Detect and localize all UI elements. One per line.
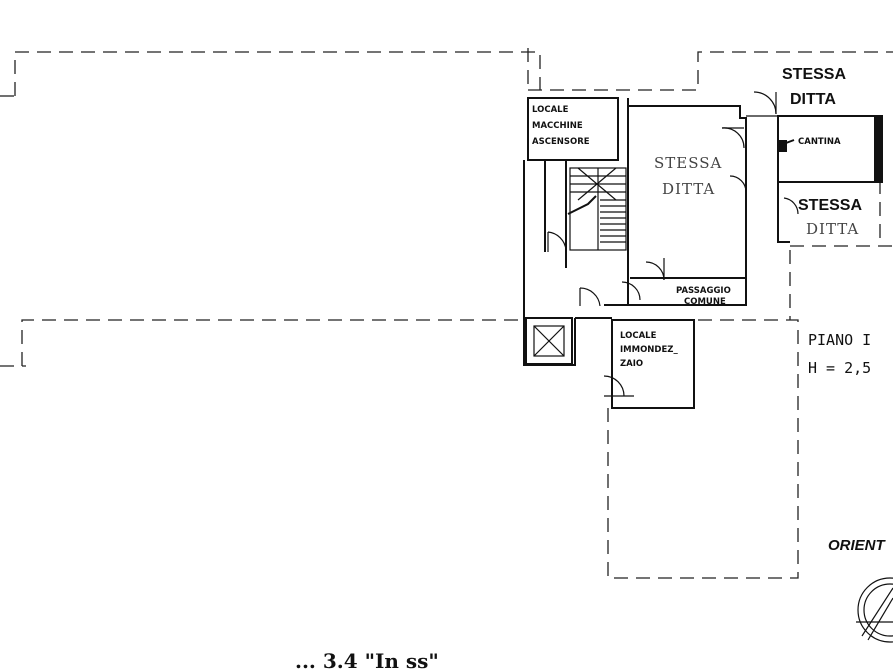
locale-immondezzaio-line1: LOCALE	[620, 331, 657, 341]
stessa-ditta-right-line1: STESSA	[798, 197, 862, 214]
locale-macchine-line2: MACCHINE	[532, 121, 583, 131]
locale-immondezzaio-line3: ZAIO	[620, 359, 643, 369]
door-swing-icon	[547, 91, 799, 397]
stessa-ditta-top-line2: DITTA	[790, 91, 836, 108]
stair-icon	[567, 167, 626, 250]
orientamento-label: ORIENT	[828, 537, 887, 554]
stessa-ditta-mid-line2: DITTA	[662, 180, 715, 198]
elevator-shaft-icon	[533, 325, 565, 357]
passaggio-line2: COMUNE	[684, 297, 726, 307]
locale-macchine-line3: ASCENSORE	[532, 137, 590, 147]
piano-label: PIANO I	[808, 331, 871, 349]
cantina-label: CANTINA	[798, 137, 841, 147]
labels: STESSA DITTA LOCALE MACCHINE ASCENSORE S…	[295, 66, 887, 670]
stessa-ditta-top-line1: STESSA	[782, 66, 846, 83]
dashed-boundaries	[0, 48, 893, 579]
bottom-scribble: ... 3.4 "In ss"	[295, 649, 439, 670]
height-label: H = 2,5	[808, 359, 871, 377]
compass-icon	[856, 577, 893, 643]
stessa-ditta-right-line2: DITTA	[806, 220, 859, 238]
locale-macchine-line1: LOCALE	[532, 105, 569, 115]
passaggio-line1: PASSAGGIO	[676, 286, 731, 296]
locale-immondezzaio-line2: IMMONDEZ_	[620, 345, 678, 355]
stessa-ditta-mid-line1: STESSA	[654, 154, 722, 172]
